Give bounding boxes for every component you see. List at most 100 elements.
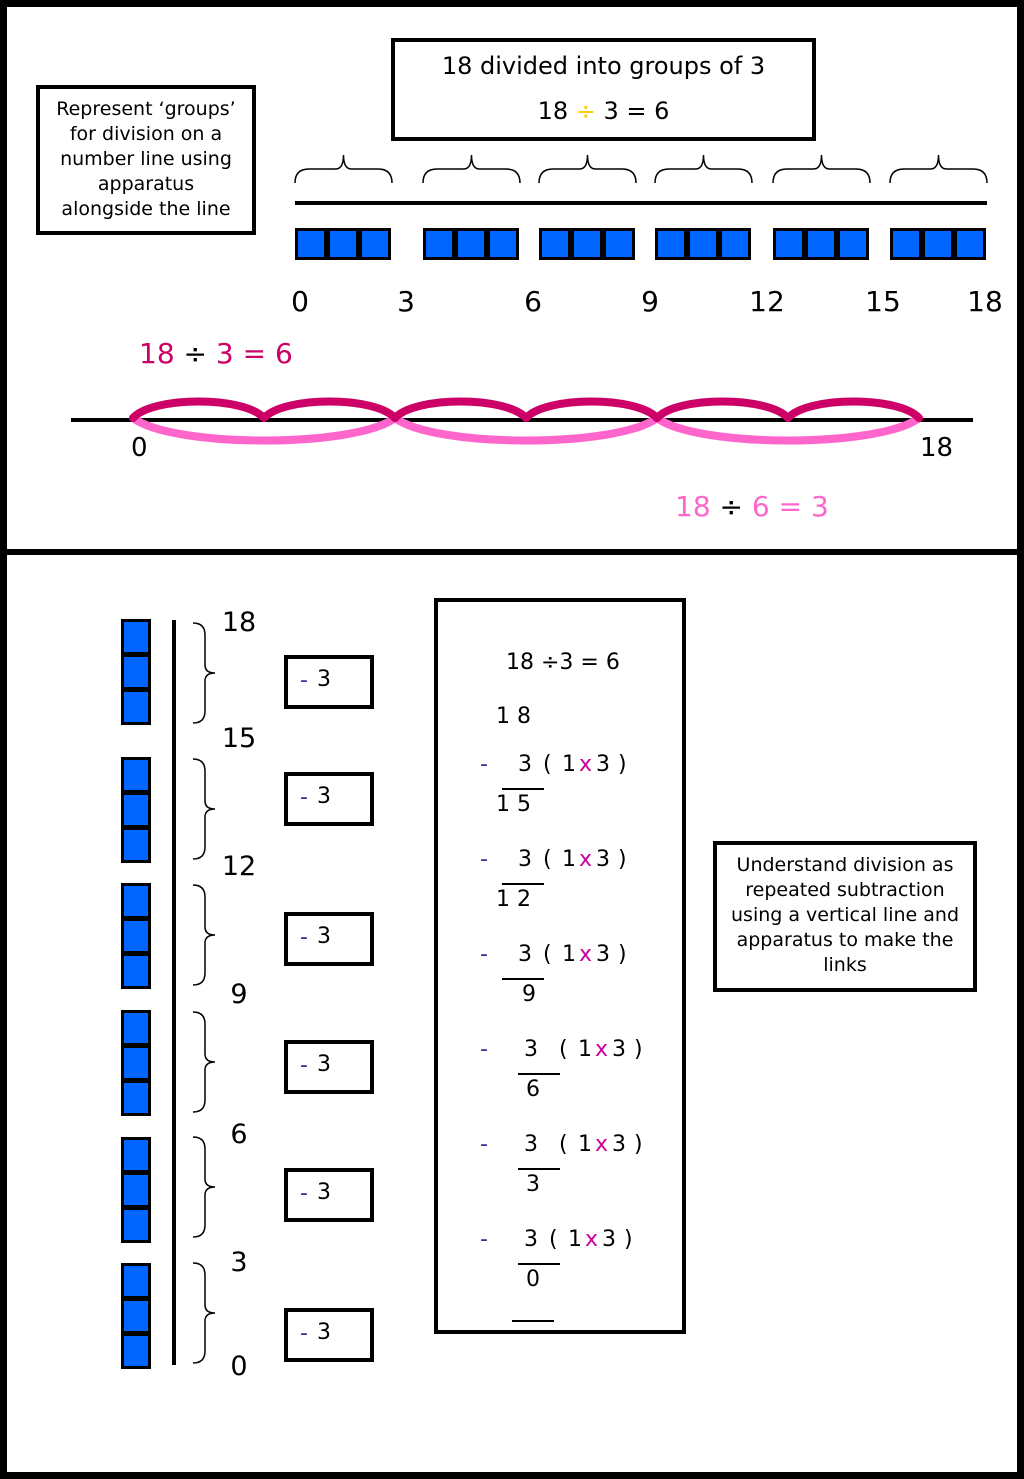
method-times: x: [579, 847, 593, 872]
cube: [121, 792, 151, 828]
minus-three-box: -3: [284, 1040, 374, 1094]
method-right: 3: [612, 1037, 626, 1062]
cube: [121, 827, 151, 863]
method-minus-sign: -: [480, 1132, 488, 1157]
method-underline: [518, 1168, 560, 1170]
number-label: 6: [524, 285, 542, 318]
cube: [121, 1080, 151, 1116]
eq-rest: 3 = 6: [603, 97, 670, 125]
top-note-box: Represent ‘groups’ for division on a num…: [36, 85, 256, 235]
method-amount: 3: [524, 1132, 538, 1157]
minus-value: 3: [317, 1052, 331, 1077]
method-right: 3: [602, 1227, 616, 1252]
method-equation: 18 ÷3 = 6: [506, 650, 620, 675]
vertical-group-brace: [192, 1011, 216, 1113]
eq-dividend: 18: [537, 97, 569, 125]
number-label: 15: [865, 285, 901, 318]
group-brace: [538, 154, 637, 184]
jump-six-arc: [391, 414, 661, 445]
jump-sixes-dividend: 18: [675, 490, 711, 523]
jump-sixes-rest: 6 = 3: [751, 490, 829, 523]
jump-six-arc: [653, 414, 923, 445]
group-brace: [294, 154, 393, 184]
method-amount: 3: [518, 847, 532, 872]
method-remainder: 1 5: [496, 792, 531, 817]
cube: [687, 228, 719, 260]
title-text: 18 divided into groups of 3: [441, 52, 766, 80]
jump-three-arc: [784, 397, 923, 422]
eq-divide-sign: ÷: [575, 97, 596, 125]
minus-sign: -: [300, 668, 308, 693]
method-open-paren: (: [543, 752, 552, 777]
cube: [327, 228, 359, 260]
vertical-label: 12: [221, 851, 257, 882]
method-amount: 3: [524, 1037, 538, 1062]
method-open-paren: (: [543, 942, 552, 967]
vertical-label: 18: [221, 607, 257, 638]
method-final-underline: [512, 1320, 554, 1322]
minus-three-box: -3: [284, 1308, 374, 1362]
cube: [805, 228, 837, 260]
minus-sign: -: [300, 1181, 308, 1206]
method-open-paren: (: [549, 1227, 558, 1252]
method-times: x: [595, 1037, 609, 1062]
jump-sixes-equation: 18 ÷ 6 = 3: [675, 490, 829, 523]
method-times: x: [579, 752, 593, 777]
number-label: 3: [397, 285, 415, 318]
cube: [121, 1137, 151, 1173]
cube: [121, 1263, 151, 1299]
vertical-group-brace: [192, 1136, 216, 1238]
method-minus-sign: -: [480, 1227, 488, 1252]
method-right: 3: [612, 1132, 626, 1157]
title-equation: 18 ÷ 3 = 6: [395, 97, 812, 125]
cube: [603, 228, 635, 260]
number-label: 0: [291, 285, 309, 318]
method-left: 1: [578, 1037, 592, 1062]
group-braces: [294, 154, 988, 205]
minus-value: 3: [317, 1320, 331, 1345]
cube: [719, 228, 751, 260]
vertical-group-brace: [192, 1262, 216, 1364]
method-remainder: 0: [526, 1267, 540, 1292]
top-panel: Represent ‘groups’ for division on a num…: [7, 7, 1017, 549]
method-left: 1: [568, 1227, 582, 1252]
bottom-note-text: Understand division as repeated subtract…: [731, 854, 959, 976]
method-close-paren: ): [618, 847, 627, 872]
minus-value: 3: [317, 1180, 331, 1205]
cube: [773, 228, 805, 260]
jump-three-arc: [260, 397, 399, 422]
method-amount: 3: [524, 1227, 538, 1252]
cube: [423, 228, 455, 260]
jump-three-arc: [391, 397, 530, 422]
cube: [121, 883, 151, 919]
cube: [121, 953, 151, 989]
method-underline: [518, 1073, 560, 1075]
minus-sign: -: [300, 1321, 308, 1346]
minus-sign: -: [300, 785, 308, 810]
vertical-label: 6: [230, 1119, 248, 1150]
method-underline: [518, 1263, 560, 1265]
method-minus-sign: -: [480, 847, 488, 872]
cube: [890, 228, 922, 260]
jump-start-label: 0: [131, 433, 148, 463]
method-close-paren: ): [618, 942, 627, 967]
method-underline: [502, 788, 544, 790]
cube: [655, 228, 687, 260]
method-open-paren: (: [559, 1037, 568, 1062]
method-remainder: 6: [526, 1077, 540, 1102]
cube: [295, 228, 327, 260]
method-close-paren: ): [634, 1132, 643, 1157]
minus-three-box: -3: [284, 772, 374, 826]
cube: [121, 1298, 151, 1334]
jump-six-arc: [129, 414, 399, 445]
top-note-text: Represent ‘groups’ for division on a num…: [56, 98, 236, 220]
method-left: 1: [562, 942, 576, 967]
cube: [539, 228, 571, 260]
minus-three-box: -3: [284, 912, 374, 966]
method-close-paren: ): [624, 1227, 633, 1252]
minus-three-box: -3: [284, 655, 374, 709]
cube: [954, 228, 986, 260]
cube: [121, 689, 151, 725]
number-label: 12: [749, 285, 785, 318]
